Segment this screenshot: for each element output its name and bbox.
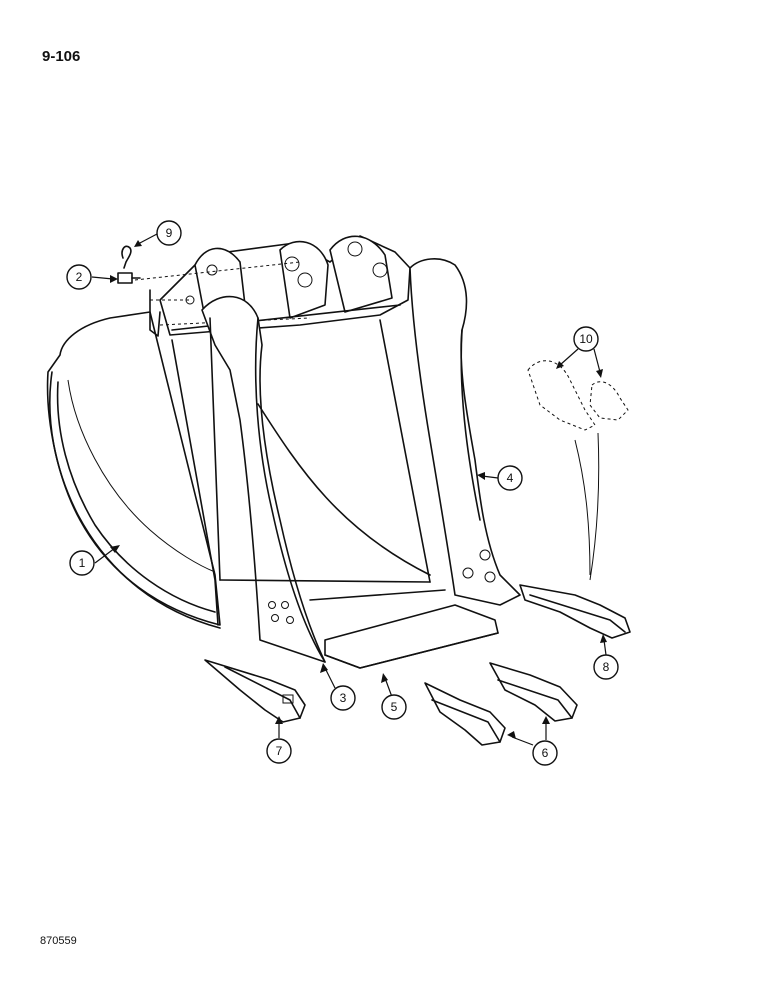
drawing-number: 870559 — [40, 935, 77, 947]
svg-text:10: 10 — [579, 332, 593, 346]
tooth-7 — [204, 659, 306, 723]
callout-9: 9 — [156, 220, 182, 246]
tooth-8 — [519, 584, 631, 639]
callout-1: 1 — [69, 550, 95, 576]
tooth-6a — [424, 682, 506, 746]
callout-7: 7 — [266, 738, 292, 764]
callout-8: 8 — [593, 654, 619, 680]
bucket-side-shell — [46, 311, 221, 629]
svg-text:3: 3 — [340, 691, 347, 705]
svg-text:1: 1 — [79, 556, 86, 570]
clip-9 — [121, 245, 132, 269]
callout-3: 3 — [330, 685, 356, 711]
svg-text:9: 9 — [166, 226, 173, 240]
callout-5: 5 — [381, 694, 407, 720]
right-side-plate — [409, 258, 521, 606]
callout-2: 2 — [66, 264, 92, 290]
svg-text:7: 7 — [276, 744, 283, 758]
svg-text:5: 5 — [391, 700, 398, 714]
leader-arrows — [91, 233, 607, 746]
bucket-back-body — [171, 317, 446, 626]
cutting-edge — [324, 604, 499, 669]
svg-text:4: 4 — [507, 471, 514, 485]
left-side-plate — [201, 295, 326, 663]
svg-text:8: 8 — [603, 660, 610, 674]
page-number: 9-106 — [42, 48, 81, 65]
callout-4: 4 — [497, 465, 523, 491]
svg-text:2: 2 — [76, 270, 83, 284]
svg-text:6: 6 — [542, 746, 549, 760]
optional-tooth-10 — [527, 360, 629, 581]
mounting-bracket — [134, 235, 411, 337]
callout-10: 10 — [573, 326, 599, 352]
callout-6: 6 — [532, 740, 558, 766]
tooth-6b — [489, 662, 578, 722]
pin-2 — [117, 272, 141, 284]
